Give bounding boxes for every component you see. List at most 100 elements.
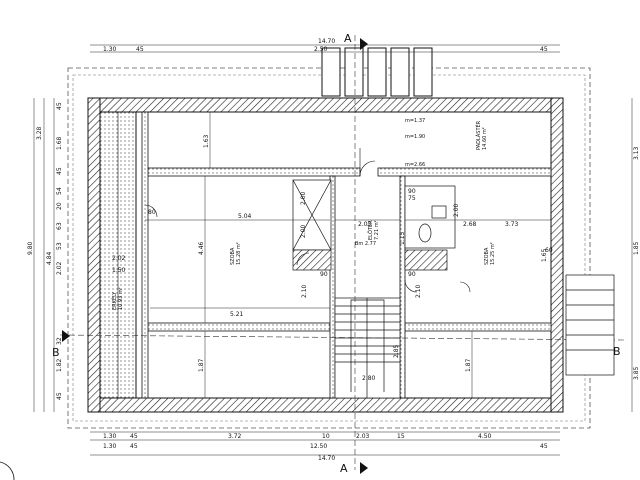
bottom-dim-9: 45 bbox=[130, 443, 138, 450]
roof-vents bbox=[321, 47, 433, 97]
interior-walls bbox=[141, 111, 552, 399]
top-dim-3: 2.50 bbox=[314, 46, 328, 53]
section-lines bbox=[59, 35, 626, 470]
inner-dim-h2: 1.87 bbox=[198, 358, 205, 372]
bottom-dim-8: 1.30 bbox=[103, 443, 117, 450]
svg-text:SZOBA: SZOBA bbox=[230, 247, 236, 265]
svg-text:1.82: 1.82 bbox=[56, 358, 63, 372]
room-label-attic: PADLÁSTÉR 14.60 m² bbox=[474, 120, 488, 150]
room-label-room-right: SZOBA 15.25 m² bbox=[484, 242, 496, 265]
right-dims: 3.13 1.85 3.85 bbox=[633, 146, 640, 380]
door-swings bbox=[144, 148, 471, 293]
svg-text:90: 90 bbox=[320, 271, 328, 278]
svg-text:54: 54 bbox=[56, 187, 63, 195]
height-2: m=1.90 bbox=[405, 134, 425, 140]
svg-text:2.02: 2.02 bbox=[56, 261, 63, 275]
left-dims: 3.28 45 1.68 45 54 20 63 53 4.84 2.02 32… bbox=[27, 102, 63, 400]
top-dim-4: 45 bbox=[540, 46, 548, 53]
height-4: Bm 2.77 bbox=[355, 241, 376, 247]
svg-text:1.68: 1.68 bbox=[56, 136, 63, 150]
exterior-walls bbox=[87, 97, 564, 413]
height-3: m=2.66 bbox=[405, 162, 425, 168]
inner-small-dims: 2.10 2.10 2.00 90 90 2.85 1.65 1.15 80 9… bbox=[148, 188, 553, 358]
svg-text:45: 45 bbox=[56, 102, 63, 110]
svg-text:1.15: 1.15 bbox=[399, 231, 406, 245]
inner-dim-h3: 1.87 bbox=[465, 358, 472, 372]
bottom-dim-3: 3.72 bbox=[228, 433, 242, 440]
section-mark-b-right: B bbox=[613, 345, 621, 358]
svg-text:10.93 m²: 10.93 m² bbox=[118, 287, 124, 310]
top-dim-1: 1.30 bbox=[103, 46, 117, 53]
dimension-lines bbox=[33, 44, 633, 456]
inner-dim-w2: 2.03 bbox=[358, 221, 372, 228]
svg-text:9.80: 9.80 bbox=[27, 241, 34, 255]
height-1: m=1.37 bbox=[405, 118, 425, 124]
svg-text:90: 90 bbox=[408, 188, 416, 195]
svg-text:3.85: 3.85 bbox=[633, 366, 640, 380]
svg-text:80: 80 bbox=[148, 209, 156, 216]
inner-dim-w1: 5.04 bbox=[238, 213, 252, 220]
top-overall-dim: 14.70 bbox=[318, 38, 335, 45]
corner-mark bbox=[0, 461, 15, 480]
bathroom bbox=[404, 185, 456, 249]
room-label-balcony: ERKÉLY 10.93 m² bbox=[110, 287, 124, 310]
svg-text:15.25 m²: 15.25 m² bbox=[490, 242, 496, 265]
inner-dim-w5: 5.21 bbox=[230, 311, 244, 318]
svg-text:63: 63 bbox=[56, 222, 63, 230]
bottom-dim-6: 15 bbox=[397, 433, 405, 440]
svg-text:45: 45 bbox=[56, 167, 63, 175]
closets bbox=[292, 179, 448, 271]
room-label-room-left: SZOBA 15.28 m² bbox=[230, 242, 242, 265]
svg-text:1.85: 1.85 bbox=[633, 241, 640, 255]
section-mark-b-left: B bbox=[52, 346, 60, 359]
bottom-dim-2: 45 bbox=[130, 433, 138, 440]
section-arrow-b-left bbox=[62, 330, 70, 342]
svg-text:15.28 m²: 15.28 m² bbox=[236, 242, 242, 265]
bottom-dim-7: 4.50 bbox=[478, 433, 492, 440]
svg-text:14.60 m²: 14.60 m² bbox=[482, 127, 488, 150]
svg-text:4.84: 4.84 bbox=[46, 251, 53, 265]
svg-text:PADLÁSTÉR: PADLÁSTÉR bbox=[474, 120, 482, 150]
room-label-hall: ELŐTÉR 7.21 m² bbox=[366, 220, 380, 240]
svg-text:3.28: 3.28 bbox=[36, 126, 43, 140]
svg-text:53: 53 bbox=[56, 242, 63, 250]
svg-text:1.65: 1.65 bbox=[541, 248, 548, 262]
bottom-dim-11: 45 bbox=[540, 443, 548, 450]
svg-text:45: 45 bbox=[56, 392, 63, 400]
inner-dim-h1: 4.46 bbox=[198, 241, 205, 255]
svg-text:32: 32 bbox=[56, 337, 63, 345]
svg-text:3.13: 3.13 bbox=[633, 146, 640, 160]
svg-text:2.10: 2.10 bbox=[301, 284, 308, 298]
inner-dim-w7: 1.50 bbox=[112, 267, 126, 274]
svg-text:7.21 m²: 7.21 m² bbox=[374, 220, 380, 240]
bottom-overall-dim: 14.70 bbox=[318, 455, 335, 462]
svg-text:ELŐTÉR: ELŐTÉR bbox=[366, 220, 374, 240]
svg-text:2.00: 2.00 bbox=[300, 191, 307, 205]
top-dim-2: 45 bbox=[136, 46, 144, 53]
svg-text:20: 20 bbox=[56, 202, 63, 210]
svg-text:75: 75 bbox=[408, 195, 416, 202]
svg-text:60: 60 bbox=[545, 247, 553, 254]
bottom-dim-1: 1.30 bbox=[103, 433, 117, 440]
inner-dim-w6: 2.80 bbox=[362, 375, 376, 382]
staircase bbox=[334, 297, 401, 399]
inner-dim-h4: 1.63 bbox=[203, 134, 210, 148]
bottom-dim-5: 2.03 bbox=[356, 433, 370, 440]
section-mark-a-top: A bbox=[344, 32, 352, 45]
inner-dim-w4: 3.73 bbox=[505, 221, 519, 228]
bottom-dim-4: 10 bbox=[322, 433, 330, 440]
section-arrow-a-top bbox=[360, 38, 368, 50]
svg-text:SZOBA: SZOBA bbox=[484, 247, 490, 265]
section-arrow-a-bottom bbox=[360, 462, 368, 474]
svg-text:2.00: 2.00 bbox=[453, 203, 460, 217]
svg-text:ERKÉLY: ERKÉLY bbox=[110, 291, 118, 310]
svg-text:2.85: 2.85 bbox=[393, 344, 400, 358]
side-steps bbox=[565, 274, 615, 376]
inner-dim-w8: 2.02 bbox=[112, 255, 126, 262]
section-mark-a-bottom: A bbox=[340, 462, 348, 475]
svg-text:2.10: 2.10 bbox=[415, 284, 422, 298]
inner-dim-w3: 2.68 bbox=[463, 221, 477, 228]
svg-text:2.00: 2.00 bbox=[300, 224, 307, 238]
bottom-dim-10: 12.50 bbox=[310, 443, 327, 450]
